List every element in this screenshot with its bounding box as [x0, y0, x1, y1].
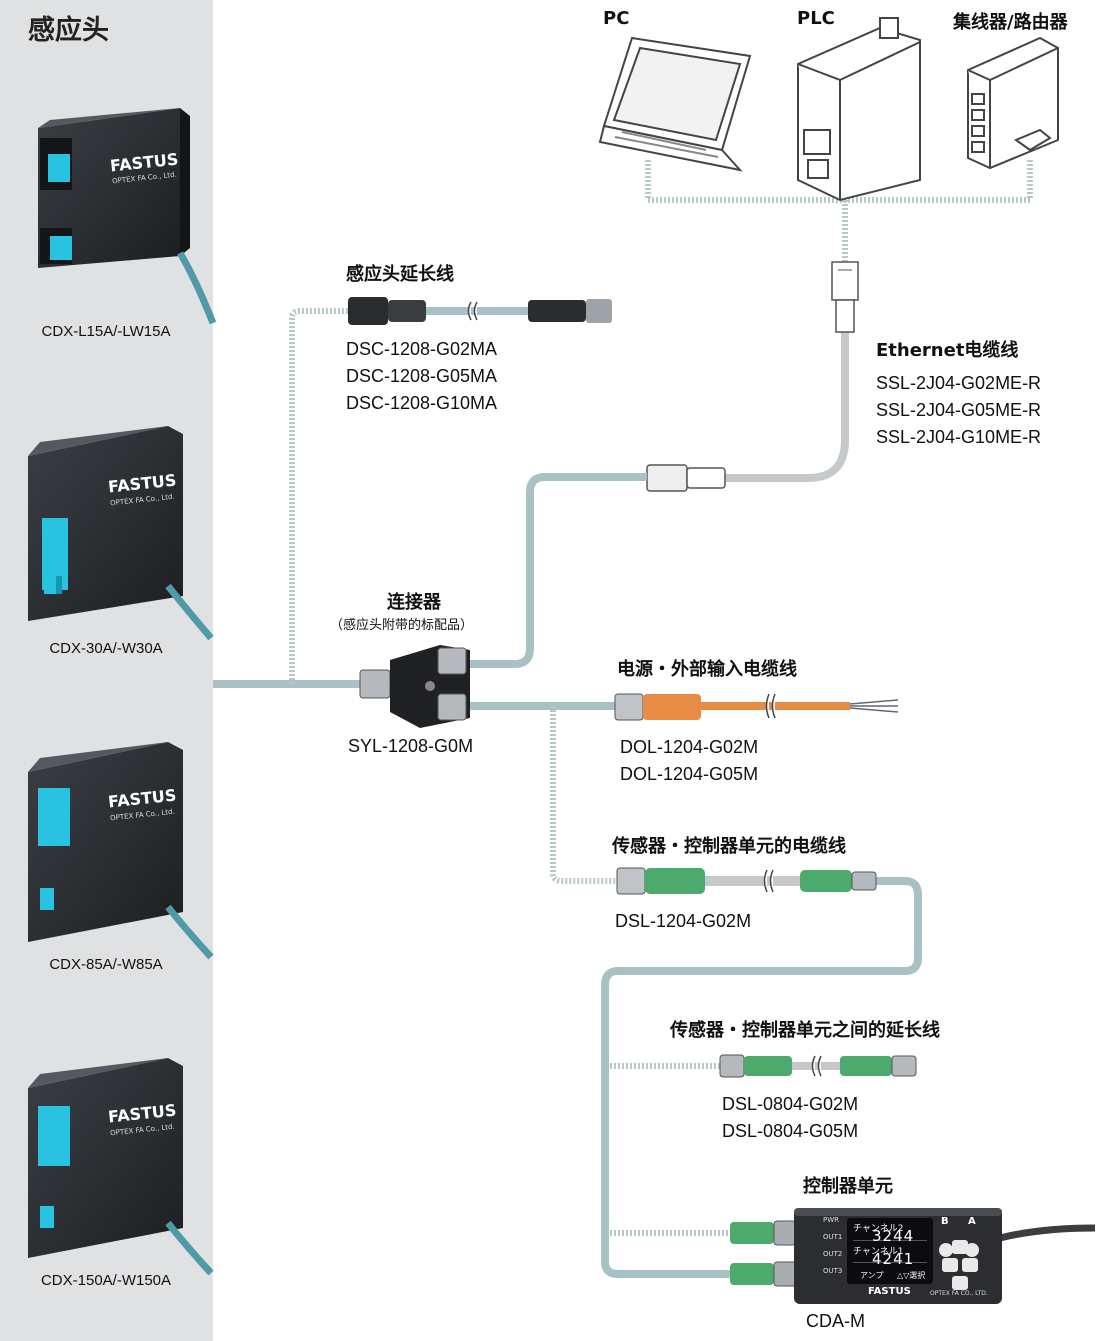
- controller-button-b-label: B: [941, 1216, 949, 1227]
- pc-laptop-icon: [598, 36, 752, 172]
- sensor-extension-cable-icon: [719, 1054, 917, 1078]
- branch-dotted-lines: [289, 308, 730, 1236]
- head-extension-model-1: DSC-1208-G02MA: [346, 339, 498, 359]
- head-extension-model-2: DSC-1208-G05MA: [346, 366, 498, 386]
- ethernet-cable-model-1: SSL-2J04-G02ME-R: [876, 373, 1042, 393]
- controller-screen-footer-left: アンプ: [860, 1271, 884, 1280]
- ethernet-cable-title: Ethernet电缆线: [876, 340, 1019, 361]
- controller-button-a-label: A: [968, 1216, 976, 1227]
- controller-title: 控制器单元: [803, 1176, 893, 1197]
- sensor-head-4: [28, 1058, 214, 1276]
- sensor-extension-title: 传感器・控制器单元之间的延长线: [670, 1020, 940, 1041]
- controller-screen-ch1-value: 4241: [872, 1250, 915, 1268]
- controller-model: CDA-M: [806, 1311, 865, 1331]
- power-cable-model-2: DOL-1204-G05M: [620, 764, 759, 784]
- sidebar-title: 感应头: [28, 15, 109, 46]
- sensor-cable-title: 传感器・控制器单元的电缆线: [612, 836, 846, 857]
- controller-ind-out2: OUT2: [823, 1250, 843, 1258]
- sensor-head-label-3: CDX-85A/-W85A: [49, 956, 163, 973]
- connector-title: 连接器: [387, 592, 441, 613]
- power-cable-model-1: DOL-1204-G02M: [620, 737, 759, 757]
- sensor-head-3: [28, 742, 214, 960]
- sensor-extension-model-1: DSL-0804-G02M: [722, 1094, 859, 1114]
- power-cable-icon: [614, 693, 899, 721]
- controller-screen-ch1-label: チャンネル1: [853, 1247, 904, 1257]
- ethernet-cable-model-2: SSL-2J04-G05ME-R: [876, 400, 1042, 420]
- device-label-hub: 集线器/路由器: [953, 12, 1068, 33]
- hub-router-icon: [967, 36, 1059, 170]
- rj45-plug-icon: [831, 261, 859, 333]
- controller-brand: FASTUS: [868, 1286, 911, 1297]
- sensor-extension-model-2: DSL-0804-G05M: [722, 1121, 859, 1141]
- power-cable-title: 电源・外部输入电缆线: [617, 659, 797, 680]
- controller-output-cable: [999, 1224, 1096, 1242]
- controller-screen-footer: △▽選択: [897, 1271, 926, 1280]
- controller-ind-out3: OUT3: [823, 1267, 843, 1275]
- network-dotted-lines: [645, 160, 1033, 262]
- plc-icon: [797, 17, 921, 202]
- controller-ind-out1: OUT1: [823, 1233, 843, 1241]
- connector-note: （感应头附带的标配品）: [330, 618, 474, 633]
- controller-ind-pwr: PWR: [823, 1216, 840, 1224]
- sensor-head-label-1: CDX-L15A/-LW15A: [41, 323, 171, 340]
- teal-cables: [213, 307, 922, 1278]
- ethernet-cable: [725, 330, 849, 482]
- sensor-controller-cable-icon: [616, 867, 877, 895]
- ethernet-m12-connector-icon: [646, 464, 726, 492]
- head-extension-title: 感应头延长线: [346, 264, 454, 285]
- head-extension-model-3: DSC-1208-G10MA: [346, 393, 498, 413]
- controller-screen-ch2-label: チャンネル2: [853, 1224, 904, 1234]
- y-connector-icon: [359, 645, 470, 728]
- device-label-plc: PLC: [797, 8, 835, 29]
- head-extension-cable-icon: [348, 297, 612, 325]
- controller-brand-sub: OPTEX FA CO., LTD.: [930, 1290, 988, 1297]
- sensor-head-2: [28, 426, 214, 641]
- sensor-head-label-2: CDX-30A/-W30A: [49, 640, 163, 657]
- controller-screen-ch2-value: 3244: [872, 1227, 915, 1245]
- controller-unit-icon: [794, 1208, 1002, 1304]
- device-label-pc: PC: [603, 8, 630, 29]
- sensor-cable-model: DSL-1204-G02M: [615, 911, 752, 931]
- sensor-head-1: [38, 108, 217, 325]
- sensor-head-label-4: CDX-150A/-W150A: [40, 1272, 172, 1289]
- connector-model: SYL-1208-G0M: [348, 736, 474, 756]
- controller-connectors-icon: [730, 1220, 797, 1287]
- ethernet-cable-model-3: SSL-2J04-G10ME-R: [876, 427, 1042, 447]
